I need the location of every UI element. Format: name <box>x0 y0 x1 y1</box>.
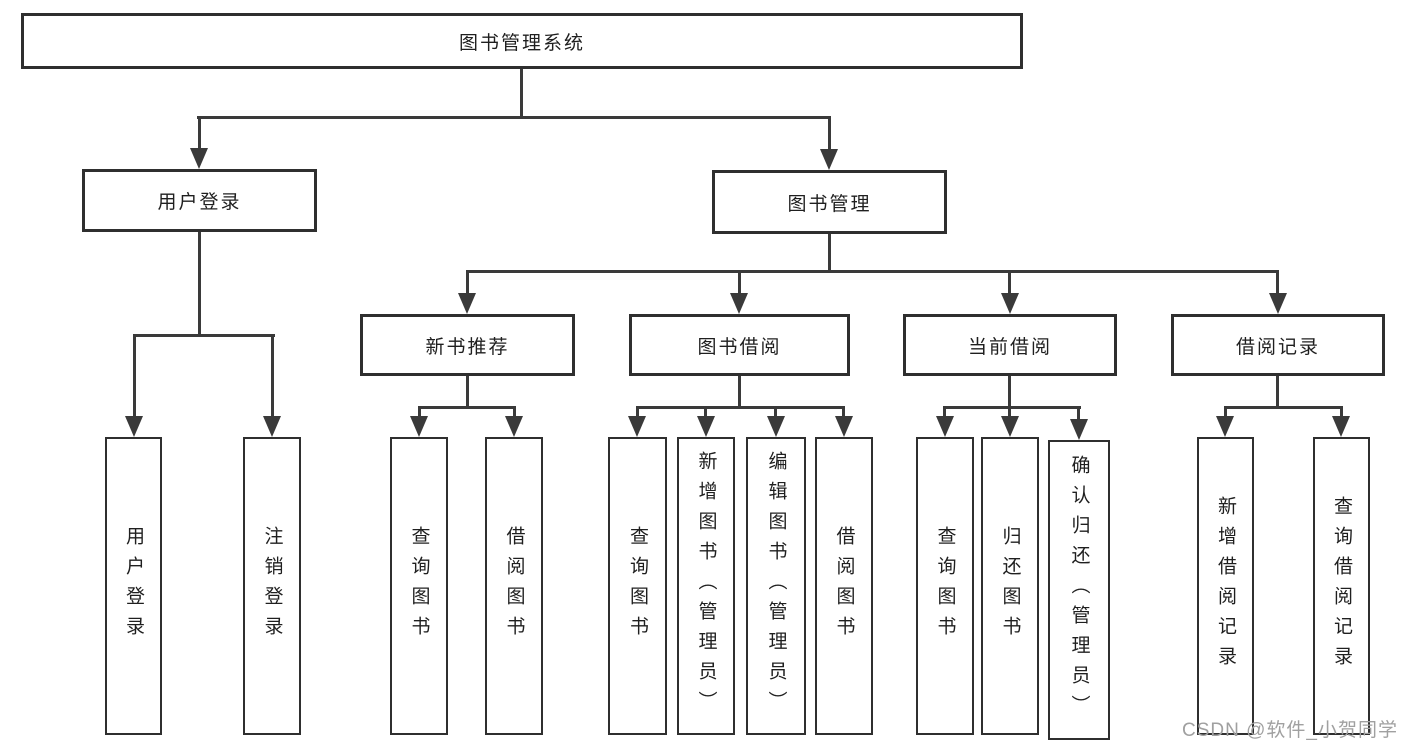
edge-current-borrow-rail <box>943 406 1081 409</box>
edge-to-book-borrow-stem <box>738 270 741 294</box>
edge-to-cb-query-stem <box>943 406 946 418</box>
arrowhead-to-logout <box>263 416 281 437</box>
edge-book-borrow-stem <box>738 376 741 408</box>
arrowhead-to-login <box>125 416 143 437</box>
edge-new-book-recommend-stem <box>466 376 469 408</box>
leaf-bb-borrow-books-label: 借阅图书 <box>833 526 855 646</box>
leaf-bb-add-books-label: 新增图书（管理员） <box>695 451 717 721</box>
leaf-bb-borrow-books: 借阅图书 <box>815 437 873 735</box>
leaf-br-query-record: 查询借阅记录 <box>1313 437 1370 735</box>
edge-to-logout-stem <box>271 334 274 416</box>
leaf-bb-edit-books-label: 编辑图书（管理员） <box>765 451 787 721</box>
edge-root-stem <box>520 69 523 118</box>
node-current-borrow-label: 当前借阅 <box>967 336 1052 358</box>
edge-to-bb-borrow-stem <box>842 406 845 418</box>
arrowhead-to-cb-query <box>936 416 954 437</box>
leaf-bb-add-books: 新增图书（管理员） <box>677 437 735 735</box>
leaf-cb-query-books: 查询图书 <box>916 437 974 735</box>
leaf-cb-confirm-return-label: 确认归还（管理员） <box>1068 455 1090 725</box>
node-book-borrow-label: 图书借阅 <box>697 336 782 358</box>
edge-user-login-stem <box>198 232 201 336</box>
node-user-login: 用户登录 <box>82 169 317 232</box>
edge-to-bb-query-stem <box>636 406 639 418</box>
node-root: 图书管理系统 <box>21 13 1023 69</box>
arrowhead-to-bb-query <box>628 416 646 437</box>
leaf-rec-query-books-label: 查询图书 <box>408 526 430 646</box>
leaf-rec-borrow-books-label: 借阅图书 <box>503 526 525 646</box>
node-new-book-recommend: 新书推荐 <box>360 314 575 376</box>
edge-borrow-records-rail <box>1224 406 1343 409</box>
node-user-login-label: 用户登录 <box>157 192 242 213</box>
arrowhead-to-current-borrow <box>1001 293 1019 314</box>
node-current-borrow: 当前借阅 <box>903 314 1117 376</box>
leaf-logout: 注销登录 <box>243 437 301 735</box>
arrowhead-to-bb-add <box>697 416 715 437</box>
arrowhead-to-br-add <box>1216 416 1234 437</box>
arrowhead-to-br-query <box>1332 416 1350 437</box>
leaf-br-add-record-label: 新增借阅记录 <box>1215 496 1236 676</box>
arrowhead-to-user-login <box>190 148 208 169</box>
leaf-login-label: 用户登录 <box>123 526 144 646</box>
leaf-bb-edit-books: 编辑图书（管理员） <box>746 437 806 735</box>
arrowhead-to-rec-borrow <box>505 416 523 437</box>
edge-to-cb-confirm-stem <box>1077 406 1080 420</box>
leaf-rec-borrow-books: 借阅图书 <box>485 437 543 735</box>
edge-book-borrow-rail <box>636 406 845 409</box>
edge-new-book-recommend-rail <box>418 406 516 409</box>
node-root-label: 图书管理系统 <box>458 32 585 54</box>
edge-to-user-login-stem <box>198 116 201 149</box>
leaf-bb-query-books: 查询图书 <box>608 437 667 735</box>
leaf-rec-query-books: 查询图书 <box>390 437 448 735</box>
leaf-cb-query-books-label: 查询图书 <box>934 526 956 646</box>
leaf-cb-return-books: 归还图书 <box>981 437 1039 735</box>
edge-to-rec-borrow-stem <box>513 406 516 418</box>
edge-to-bb-add-stem <box>704 406 707 418</box>
node-borrow-records: 借阅记录 <box>1171 314 1385 376</box>
edge-book-management-rail <box>466 270 1279 273</box>
edge-to-br-add-stem <box>1224 406 1227 418</box>
arrowhead-to-rec-query <box>410 416 428 437</box>
leaf-cb-return-books-label: 归还图书 <box>999 526 1021 646</box>
node-book-borrow: 图书借阅 <box>629 314 850 376</box>
edge-to-login-stem <box>133 334 136 416</box>
edge-to-book-management-stem <box>828 116 831 150</box>
arrowhead-to-new-book-recommend <box>458 293 476 314</box>
edge-borrow-records-stem <box>1276 376 1279 408</box>
node-borrow-records-label: 借阅记录 <box>1235 336 1320 358</box>
arrowhead-to-bb-borrow <box>835 416 853 437</box>
edge-user-login-rail <box>133 334 275 337</box>
node-book-management-label: 图书管理 <box>787 193 872 215</box>
node-book-management: 图书管理 <box>712 170 947 234</box>
edge-to-bb-edit-stem <box>774 406 777 418</box>
arrowhead-to-cb-confirm <box>1070 419 1088 440</box>
node-new-book-recommend-label: 新书推荐 <box>425 336 510 358</box>
arrowhead-to-borrow-records <box>1269 293 1287 314</box>
csdn-watermark: CSDN @软件_小贺同学 <box>1182 720 1398 741</box>
arrowhead-to-cb-return <box>1001 416 1019 437</box>
edge-to-borrow-records-stem <box>1276 270 1279 294</box>
leaf-cb-confirm-return: 确认归还（管理员） <box>1048 440 1110 740</box>
edge-current-borrow-stem <box>1008 376 1011 408</box>
edge-to-rec-query-stem <box>418 406 421 418</box>
edge-root-rail <box>197 116 831 119</box>
edge-to-current-borrow-stem <box>1008 270 1011 294</box>
edge-to-cb-return-stem <box>1008 406 1011 418</box>
leaf-logout-label: 注销登录 <box>261 526 283 646</box>
edge-book-management-stem <box>828 234 831 272</box>
leaf-login: 用户登录 <box>105 437 162 735</box>
edge-to-br-query-stem <box>1340 406 1343 418</box>
leaf-br-add-record: 新增借阅记录 <box>1197 437 1254 735</box>
arrowhead-to-bb-edit <box>767 416 785 437</box>
edge-to-new-book-recommend-stem <box>466 270 469 294</box>
arrowhead-to-book-borrow <box>730 293 748 314</box>
leaf-bb-query-books-label: 查询图书 <box>627 526 648 646</box>
leaf-br-query-record-label: 查询借阅记录 <box>1331 496 1352 676</box>
arrowhead-to-book-management <box>820 149 838 170</box>
